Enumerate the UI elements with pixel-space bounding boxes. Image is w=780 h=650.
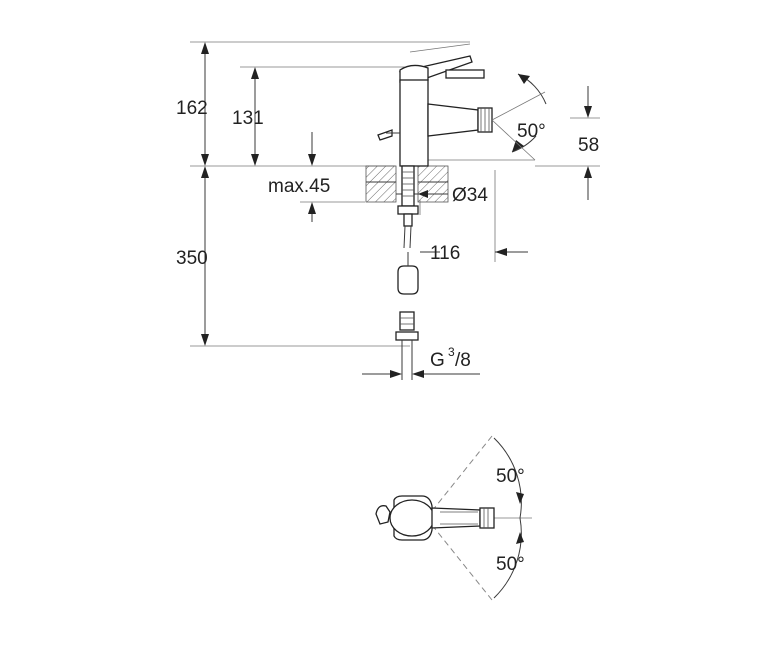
dim-angle-lower-label: 50° <box>496 554 525 575</box>
dim-thread-numerator: 3 <box>448 345 455 359</box>
dim-116: 116 <box>420 243 528 264</box>
top-view: 50° 50° <box>375 435 532 601</box>
dim-thread-denominator: /8 <box>455 350 471 371</box>
angle-arc-lower <box>493 517 522 599</box>
faucet-top-body <box>375 495 495 541</box>
dim-overall-height-label: 162 <box>176 98 208 119</box>
dim-350: 350 <box>176 166 209 346</box>
dim-max-thickness-label: max.45 <box>268 176 330 197</box>
dim-thread: G 3 /8 <box>362 345 480 378</box>
dim-spout-height-label: 131 <box>232 108 264 129</box>
dim-angle-upper-label: 50° <box>496 466 525 487</box>
dim-131: 131 <box>232 67 264 166</box>
faucet-body <box>377 43 493 380</box>
dim-hose-length-label: 350 <box>176 248 208 269</box>
dim-max45: max.45 <box>268 132 330 222</box>
swing-line-lower <box>427 519 493 601</box>
extension-lines <box>190 41 600 347</box>
swing-line-upper <box>427 435 493 517</box>
dim-angle-side: 50° <box>491 73 547 161</box>
dim-thread-prefix: G <box>430 350 445 371</box>
dim-spout-offset-label: 58 <box>578 135 599 156</box>
dim-angle-side-label: 50° <box>517 121 546 142</box>
dim-58: 58 <box>578 86 599 200</box>
dim-reach-label: 116 <box>430 243 460 264</box>
side-view: 162 131 350 max.45 <box>176 41 600 380</box>
dim-162: 162 <box>176 42 209 166</box>
angle-arc-upper <box>493 437 522 519</box>
dim-diameter: Ø34 <box>396 185 488 206</box>
dim-hole-diameter-label: Ø34 <box>452 185 488 206</box>
